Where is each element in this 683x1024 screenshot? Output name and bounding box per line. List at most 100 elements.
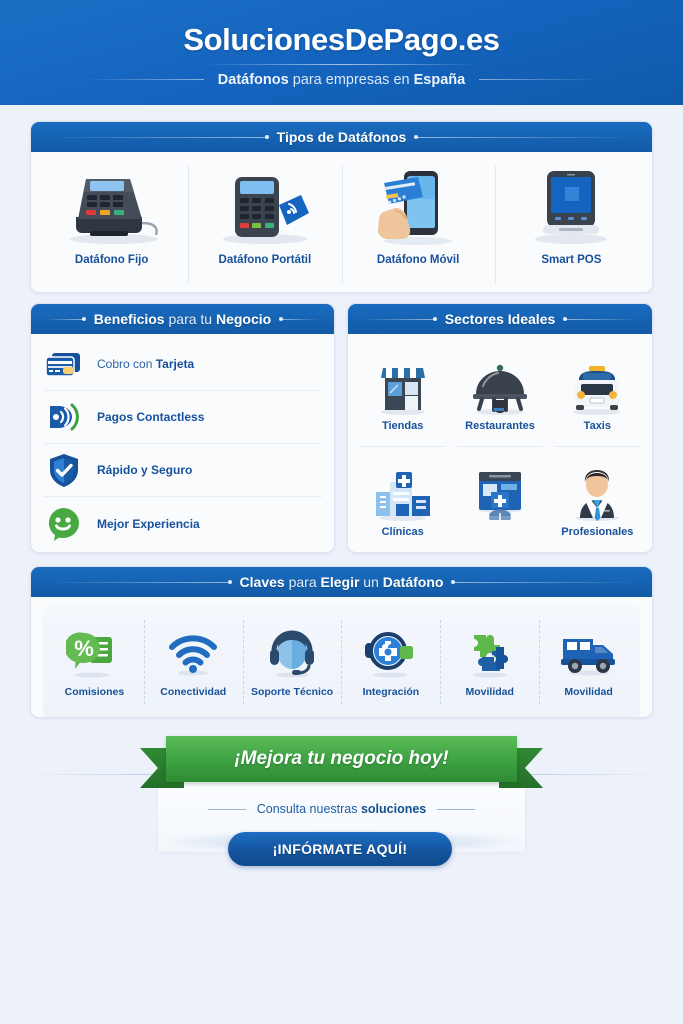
ribbon-banner: ¡Mejora tu negocio hoy! bbox=[166, 736, 517, 782]
clave-label-movilidad-truck: Movilidad bbox=[564, 686, 613, 698]
cta-ribbon: ¡Mejora tu negocio hoy! bbox=[140, 732, 543, 794]
beneficio-label-bold: Pagos Contactless bbox=[97, 410, 205, 424]
claves-list: % Comisiones bbox=[31, 597, 652, 717]
card-claves-title: Claves para Elegir un Datáfono bbox=[240, 574, 444, 590]
card-beneficios-header: Beneficios para tu Negocio bbox=[31, 304, 334, 334]
card-claves-header: Claves para Elegir un Datáfono bbox=[31, 567, 652, 597]
ribbon-text: ¡Mejora tu negocio hoy! bbox=[234, 748, 449, 769]
clave-item-integracion[interactable]: Integración bbox=[341, 610, 440, 714]
card-sectores-title: Sectores Ideales bbox=[444, 311, 556, 327]
tipos-list: Datáfono Fijo bbox=[31, 152, 652, 292]
sector-label-clinicas: Clínicas bbox=[381, 526, 424, 538]
cloche-dome-icon bbox=[468, 354, 532, 416]
header-subtitle-bold-2: España bbox=[413, 71, 466, 88]
puzzle-pieces-icon bbox=[462, 626, 518, 682]
sector-label-taxis: Taxis bbox=[583, 420, 611, 432]
header-accent-line-left bbox=[362, 317, 437, 321]
beneficio-item-seguro[interactable]: Rápido y Seguro bbox=[43, 444, 322, 497]
tipo-item-smartpos[interactable]: Smart POS bbox=[494, 158, 648, 292]
header-accent-line-right bbox=[279, 317, 321, 321]
cta-subtitle-line-left bbox=[207, 808, 246, 810]
header-accent-line-right bbox=[414, 135, 638, 139]
header-subtitle-line-left bbox=[83, 79, 204, 80]
card-sectores-header: Sectores Ideales bbox=[348, 304, 652, 334]
sector-item-restaurantes[interactable]: Restaurantes bbox=[451, 340, 548, 446]
taxi-car-icon bbox=[565, 354, 629, 416]
wifi-icon bbox=[166, 626, 220, 682]
header-subtitle-bold-1: Datáfonos bbox=[217, 71, 289, 88]
beneficios-title-bold-2: Negocio bbox=[215, 311, 272, 327]
beneficios-list: Cobro con Tarjeta Pagos Contactless bbox=[31, 334, 334, 550]
hospital-building-icon bbox=[372, 460, 434, 522]
sector-item-clinicas[interactable]: Clínicas bbox=[354, 446, 451, 552]
medical-kiosk-icon bbox=[469, 466, 531, 528]
cta-subtitle-light: Consulta nuestras bbox=[256, 802, 361, 816]
header-accent-line-left bbox=[45, 580, 232, 584]
tipo-label-portatil: Datáfono Portátil bbox=[218, 254, 312, 266]
header-subtitle-row: Datáfonos para empresas en España bbox=[0, 72, 683, 88]
claves-title-light-1: para bbox=[284, 574, 321, 590]
claves-title-bold-1: Claves bbox=[239, 574, 285, 590]
header-subtitle-line-right bbox=[479, 79, 600, 80]
header-subtitle: Datáfonos para empresas en España bbox=[218, 72, 465, 88]
clave-item-conectividad[interactable]: Conectividad bbox=[143, 610, 243, 714]
header-divider bbox=[204, 63, 479, 65]
businessman-icon bbox=[568, 460, 626, 522]
sector-label-profesionales: Profesionales bbox=[561, 526, 634, 538]
ribbon-line-left bbox=[20, 774, 170, 775]
cta-subtitle: Consulta nuestras soluciones bbox=[257, 802, 427, 816]
claves-title-light-2: un bbox=[359, 574, 383, 590]
tipo-item-fijo[interactable]: Datáfono Fijo bbox=[35, 158, 188, 292]
header-accent-line-right bbox=[563, 317, 639, 321]
clave-item-movilidad-truck[interactable]: Movilidad bbox=[539, 610, 638, 714]
card-tipos-datafonos: Tipos de Datáfonos bbox=[30, 121, 653, 293]
beneficio-label-bold: Rápido y Seguro bbox=[97, 463, 193, 477]
claves-title-bold-2: Elegir bbox=[320, 574, 360, 590]
clave-label-integracion: Integración bbox=[362, 686, 420, 698]
tipo-label-movil: Datáfono Móvil bbox=[376, 254, 460, 266]
shield-check-icon bbox=[43, 451, 85, 489]
beneficios-title-light: para tu bbox=[164, 311, 216, 327]
cta-section: ¡Mejora tu negocio hoy! Consulta nuestra… bbox=[0, 724, 683, 884]
clave-label-movilidad-puzzle: Movilidad bbox=[465, 686, 514, 698]
percent-bubble-icon: % bbox=[66, 626, 122, 682]
header-subtitle-light: para empresas en bbox=[288, 71, 414, 88]
page-header: SolucionesDePago.es Datáfonos para empre… bbox=[0, 0, 683, 105]
page-title: SolucionesDePago.es bbox=[183, 21, 500, 57]
sector-item-profesionales[interactable]: Profesionales bbox=[549, 446, 646, 552]
sectores-grid: Tiendas Restaurantes bbox=[348, 334, 652, 552]
card-claves: Claves para Elegir un Datáfono % Comisio… bbox=[30, 566, 653, 718]
sector-item-taxis[interactable]: Taxis bbox=[549, 340, 646, 446]
beneficio-item-contactless[interactable]: Pagos Contactless bbox=[43, 391, 322, 444]
beneficio-label-contactless: Pagos Contactless bbox=[97, 410, 204, 424]
clave-label-soporte: Soporte Técnico bbox=[250, 686, 334, 698]
clave-item-soporte[interactable]: Soporte Técnico bbox=[242, 610, 342, 714]
beneficios-title-bold-1: Beneficios bbox=[93, 311, 165, 327]
ribbon-line-right bbox=[513, 774, 663, 775]
tipo-item-portatil[interactable]: Datáfono Portátil bbox=[188, 158, 341, 292]
storefront-icon bbox=[373, 354, 433, 416]
sector-label-tiendas: Tiendas bbox=[381, 420, 424, 432]
integration-puzzle-icon bbox=[363, 626, 419, 682]
card-beneficios-title: Beneficios para tu Negocio bbox=[94, 311, 271, 327]
sector-item-tiendas[interactable]: Tiendas bbox=[354, 340, 451, 446]
beneficio-label-seguro: Rápido y Seguro bbox=[97, 463, 192, 477]
beneficio-label-tarjeta: Cobro con Tarjeta bbox=[97, 357, 194, 371]
tipo-item-movil[interactable]: Datáfono Móvil bbox=[341, 158, 495, 292]
beneficio-label-bold: Mejor Experiencia bbox=[97, 516, 200, 531]
clave-item-movilidad-puzzle[interactable]: Movilidad bbox=[440, 610, 539, 714]
portable-terminal-icon bbox=[209, 164, 321, 248]
mobile-phone-payment-icon bbox=[362, 164, 474, 248]
cta-subtitle-line-right bbox=[437, 808, 476, 810]
beneficio-item-experiencia[interactable]: Mejor Experiencia bbox=[43, 497, 322, 550]
header-accent-line-left bbox=[45, 135, 269, 139]
clave-item-comisiones[interactable]: % Comisiones bbox=[45, 610, 144, 714]
beneficio-item-tarjeta[interactable]: Cobro con Tarjeta bbox=[43, 338, 322, 391]
sector-item-unlabeled[interactable] bbox=[451, 446, 548, 552]
smiley-bubble-icon bbox=[43, 506, 85, 542]
smart-pos-icon bbox=[515, 164, 627, 248]
tipo-label-fijo: Datáfono Fijo bbox=[74, 254, 149, 266]
tipo-label-smartpos: Smart POS bbox=[541, 254, 602, 266]
svg-text:%: % bbox=[75, 636, 95, 661]
informate-aqui-button[interactable]: ¡INFÓRMATE AQUÍ! bbox=[228, 832, 452, 866]
